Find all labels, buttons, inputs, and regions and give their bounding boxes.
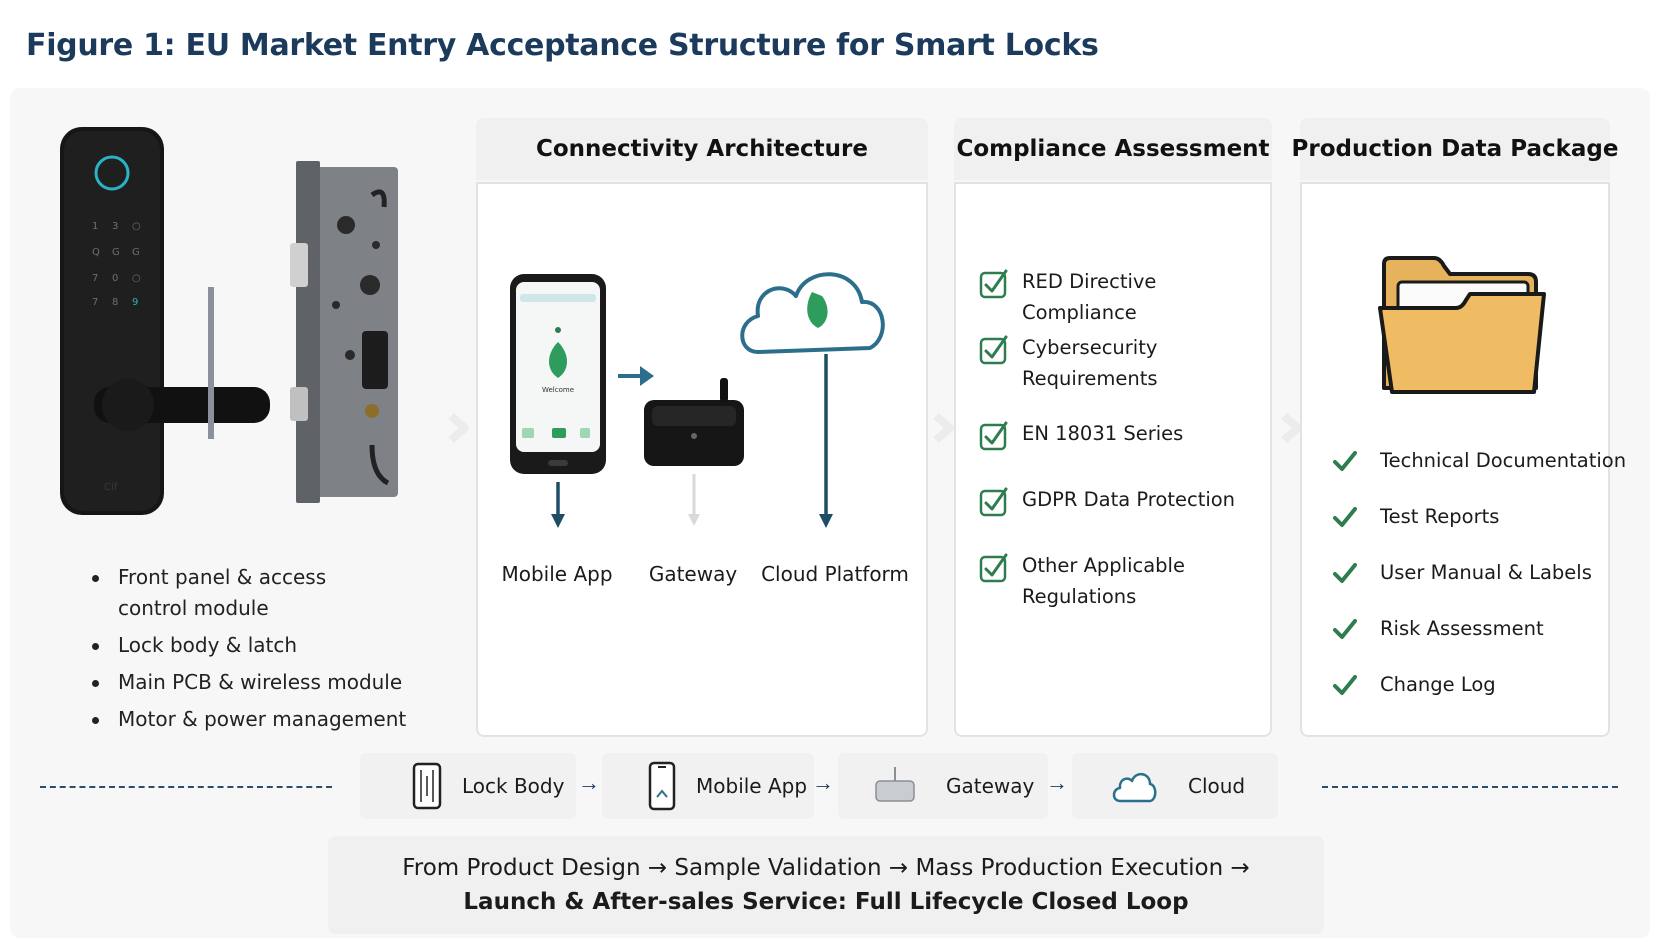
svg-text:8: 8 (112, 297, 118, 308)
connectivity-panel-heading: Connectivity Architecture (476, 118, 928, 180)
svg-text:7: 7 (92, 297, 98, 308)
gateway-label: Gateway (648, 562, 738, 586)
list-item: Main PCB & wireless module (90, 667, 406, 698)
document-item: User Manual & Labels (1332, 561, 1592, 584)
list-item: Front panel & access control module (90, 562, 406, 624)
checkbox-checked-icon (979, 269, 1008, 299)
document-item: Technical Documentation (1332, 449, 1626, 472)
dashed-connector-left (40, 786, 332, 788)
mobile-app-label: Mobile App (501, 562, 613, 586)
compliance-item: EN 18031 Series (978, 418, 1262, 452)
checkbox-checked-icon (979, 335, 1008, 365)
svg-text:7: 7 (92, 273, 98, 284)
lifecycle-summary: Launch & After-sales Service: Full Lifec… (463, 889, 1189, 915)
lifecycle-steps: From Product Design → Sample Validation … (402, 855, 1250, 881)
flow-step-mobile-app: Mobile App (602, 753, 814, 819)
compliance-item: GDPR Data Protection (978, 484, 1262, 518)
flow-step-gateway: Gateway (838, 753, 1048, 819)
svg-text:9: 9 (132, 297, 138, 308)
smart-lock-illustration: 1 3 ○ Q G G 7 0 ○ 7 8 9 Cif (60, 127, 398, 515)
chevron-right-icon (448, 412, 469, 444)
flow-step-cloud: Cloud (1072, 753, 1278, 819)
router-icon (875, 767, 915, 802)
connectivity-diagram: Welcome (510, 272, 885, 528)
checkmark-icon (1333, 618, 1357, 639)
flow-arrow: → (1046, 770, 1068, 795)
hardware-component-list: Front panel & access control module Lock… (90, 562, 406, 741)
checkbox-checked-icon (979, 553, 1008, 583)
folder-icon (1378, 256, 1546, 394)
phone-icon (648, 761, 676, 811)
document-item: Change Log (1332, 673, 1496, 696)
flow-arrow: → (578, 770, 600, 795)
checkmark-icon (1333, 506, 1357, 527)
compliance-panel-heading: Compliance Assessment (954, 118, 1272, 180)
document-item: Risk Assessment (1332, 617, 1544, 640)
svg-text:Q: Q (92, 247, 100, 258)
dashed-connector-right (1322, 786, 1618, 788)
checkmark-icon (1333, 674, 1357, 695)
checkmark-icon (1333, 562, 1357, 583)
cloud-platform-label: Cloud Platform (761, 562, 909, 586)
cloud-icon (1112, 773, 1157, 803)
svg-text:0: 0 (112, 273, 118, 284)
list-item: Lock body & latch (90, 630, 406, 661)
svg-text:3: 3 (112, 221, 118, 232)
svg-text:G: G (132, 247, 140, 258)
svg-text:○: ○ (132, 273, 141, 284)
list-item: Motor & power management (90, 704, 406, 735)
phone-screen-text: Welcome (542, 386, 574, 394)
lock-body-icon (412, 762, 442, 810)
checkbox-checked-icon (979, 487, 1008, 517)
chevron-right-icon (1281, 412, 1302, 444)
fingerprint-sensor-icon (94, 155, 130, 191)
figure-title: Figure 1: EU Market Entry Acceptance Str… (26, 28, 1099, 63)
checkbox-checked-icon (979, 421, 1008, 451)
svg-text:1: 1 (92, 221, 98, 232)
document-item: Test Reports (1332, 505, 1499, 528)
chevron-right-icon (933, 412, 954, 444)
lifecycle-footer: From Product Design → Sample Validation … (328, 836, 1324, 934)
flow-step-lock-body: Lock Body (360, 753, 576, 819)
compliance-panel (954, 182, 1272, 737)
flow-arrow: → (812, 770, 834, 795)
compliance-item: RED Directive Compliance (978, 266, 1262, 328)
production-panel-heading: Production Data Package (1292, 118, 1618, 180)
checkmark-icon (1333, 450, 1357, 471)
lock-brand-text: Cif (104, 482, 118, 493)
svg-text:G: G (112, 247, 120, 258)
svg-text:○: ○ (132, 221, 141, 232)
